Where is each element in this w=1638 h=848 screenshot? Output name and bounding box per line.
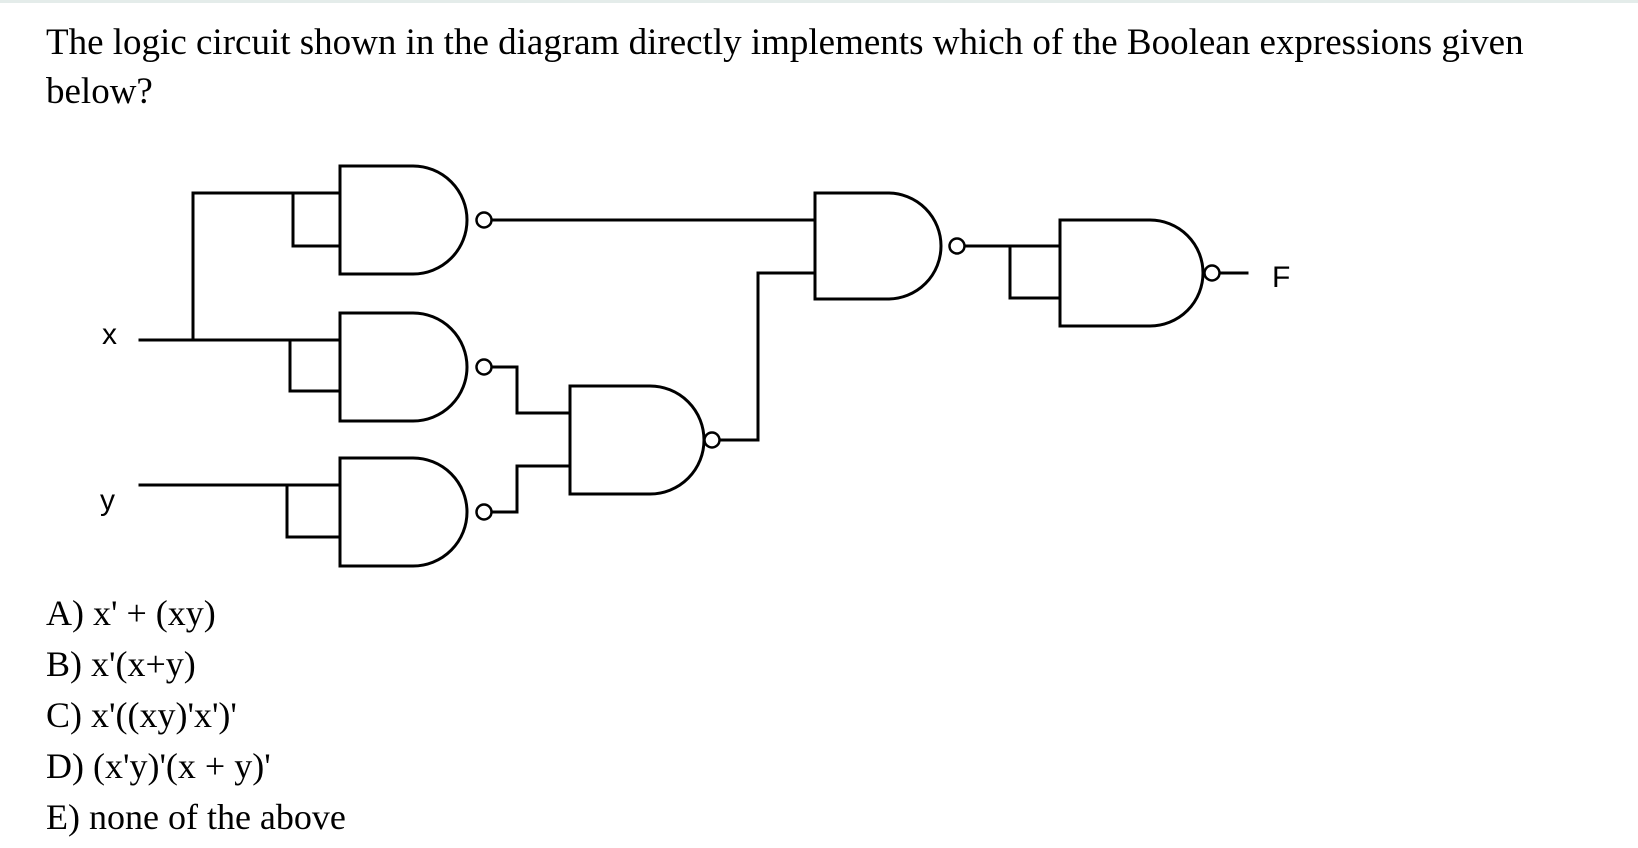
wires — [138, 191, 1249, 539]
wire-gate3-tie — [285, 483, 342, 539]
wire-gate1-tie — [291, 191, 342, 248]
nand-gate-1-bubble — [475, 211, 493, 229]
option-a[interactable]: A) x' + (xy) — [46, 593, 216, 633]
nand-gate-1 — [338, 164, 493, 276]
wire-gate2-tie — [288, 338, 342, 393]
nand-gate-4-bubble — [703, 431, 721, 449]
nand-gate-5 — [813, 191, 966, 301]
wire-gate2-to-gate4 — [492, 365, 572, 415]
nand-gate-4 — [568, 384, 721, 496]
option-b[interactable]: B) x'(x+y) — [46, 644, 196, 684]
wire-x-branch-gate1 — [191, 191, 342, 342]
nand-gate-3-bubble — [475, 503, 493, 521]
option-e[interactable]: E) none of the above — [46, 797, 346, 837]
wire-gate3-to-gate4 — [492, 464, 572, 514]
output-f-label: F — [1272, 261, 1290, 294]
option-c[interactable]: C) x'((xy)'x')' — [46, 695, 237, 735]
top-rule — [0, 0, 1638, 3]
nand-gate-3 — [338, 456, 493, 568]
input-y-label: y — [100, 484, 115, 517]
nand-gate-6-bubble — [1203, 264, 1221, 282]
question-text: The logic circuit shown in the diagram d… — [46, 22, 1524, 112]
input-x-label: x — [102, 318, 117, 351]
wire-gate6-tie — [1008, 244, 1062, 300]
option-d[interactable]: D) (x'y)'(x + y)' — [46, 746, 271, 786]
wire-gate4-to-gate5 — [720, 271, 817, 442]
nand-gate-2 — [338, 311, 493, 423]
nand-gate-5-bubble — [948, 237, 966, 255]
answer-options: A) x' + (xy) B) x'(x+y) C) x'((xy)'x')' … — [46, 588, 346, 843]
nand-gate-6 — [1058, 218, 1221, 328]
nand-gate-2-bubble — [475, 358, 493, 376]
